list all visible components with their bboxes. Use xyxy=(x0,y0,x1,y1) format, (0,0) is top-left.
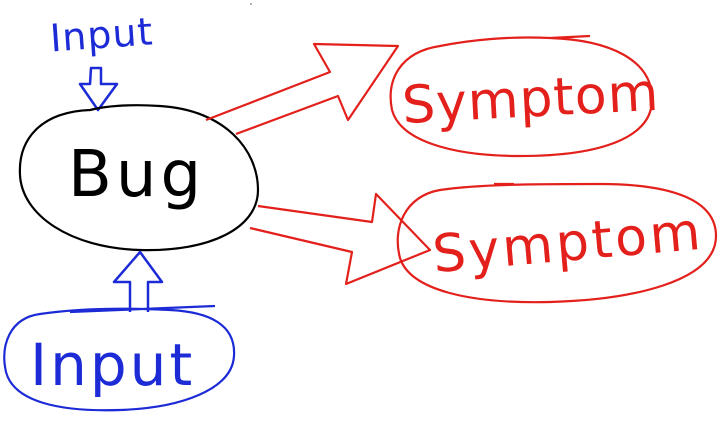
top-input-label: Input xyxy=(49,9,155,60)
symptom-ellipse-lower xyxy=(396,182,718,304)
bottom-input-arrow xyxy=(112,250,164,312)
symptom-ellipse-upper xyxy=(389,34,654,158)
bug-ellipse xyxy=(18,104,260,252)
bottom-input-ellipse xyxy=(3,304,236,412)
bottom-input-label: Input xyxy=(30,331,195,399)
symptom-label-upper: Symptom xyxy=(401,63,661,136)
symptom-label-lower: Symptom xyxy=(430,202,706,285)
bug-label: Bug xyxy=(68,138,205,212)
top-input-arrow xyxy=(78,66,119,112)
symptom-arrow-lower xyxy=(249,192,432,286)
stray-dot xyxy=(250,3,252,5)
symptom-arrow-upper xyxy=(205,42,400,136)
